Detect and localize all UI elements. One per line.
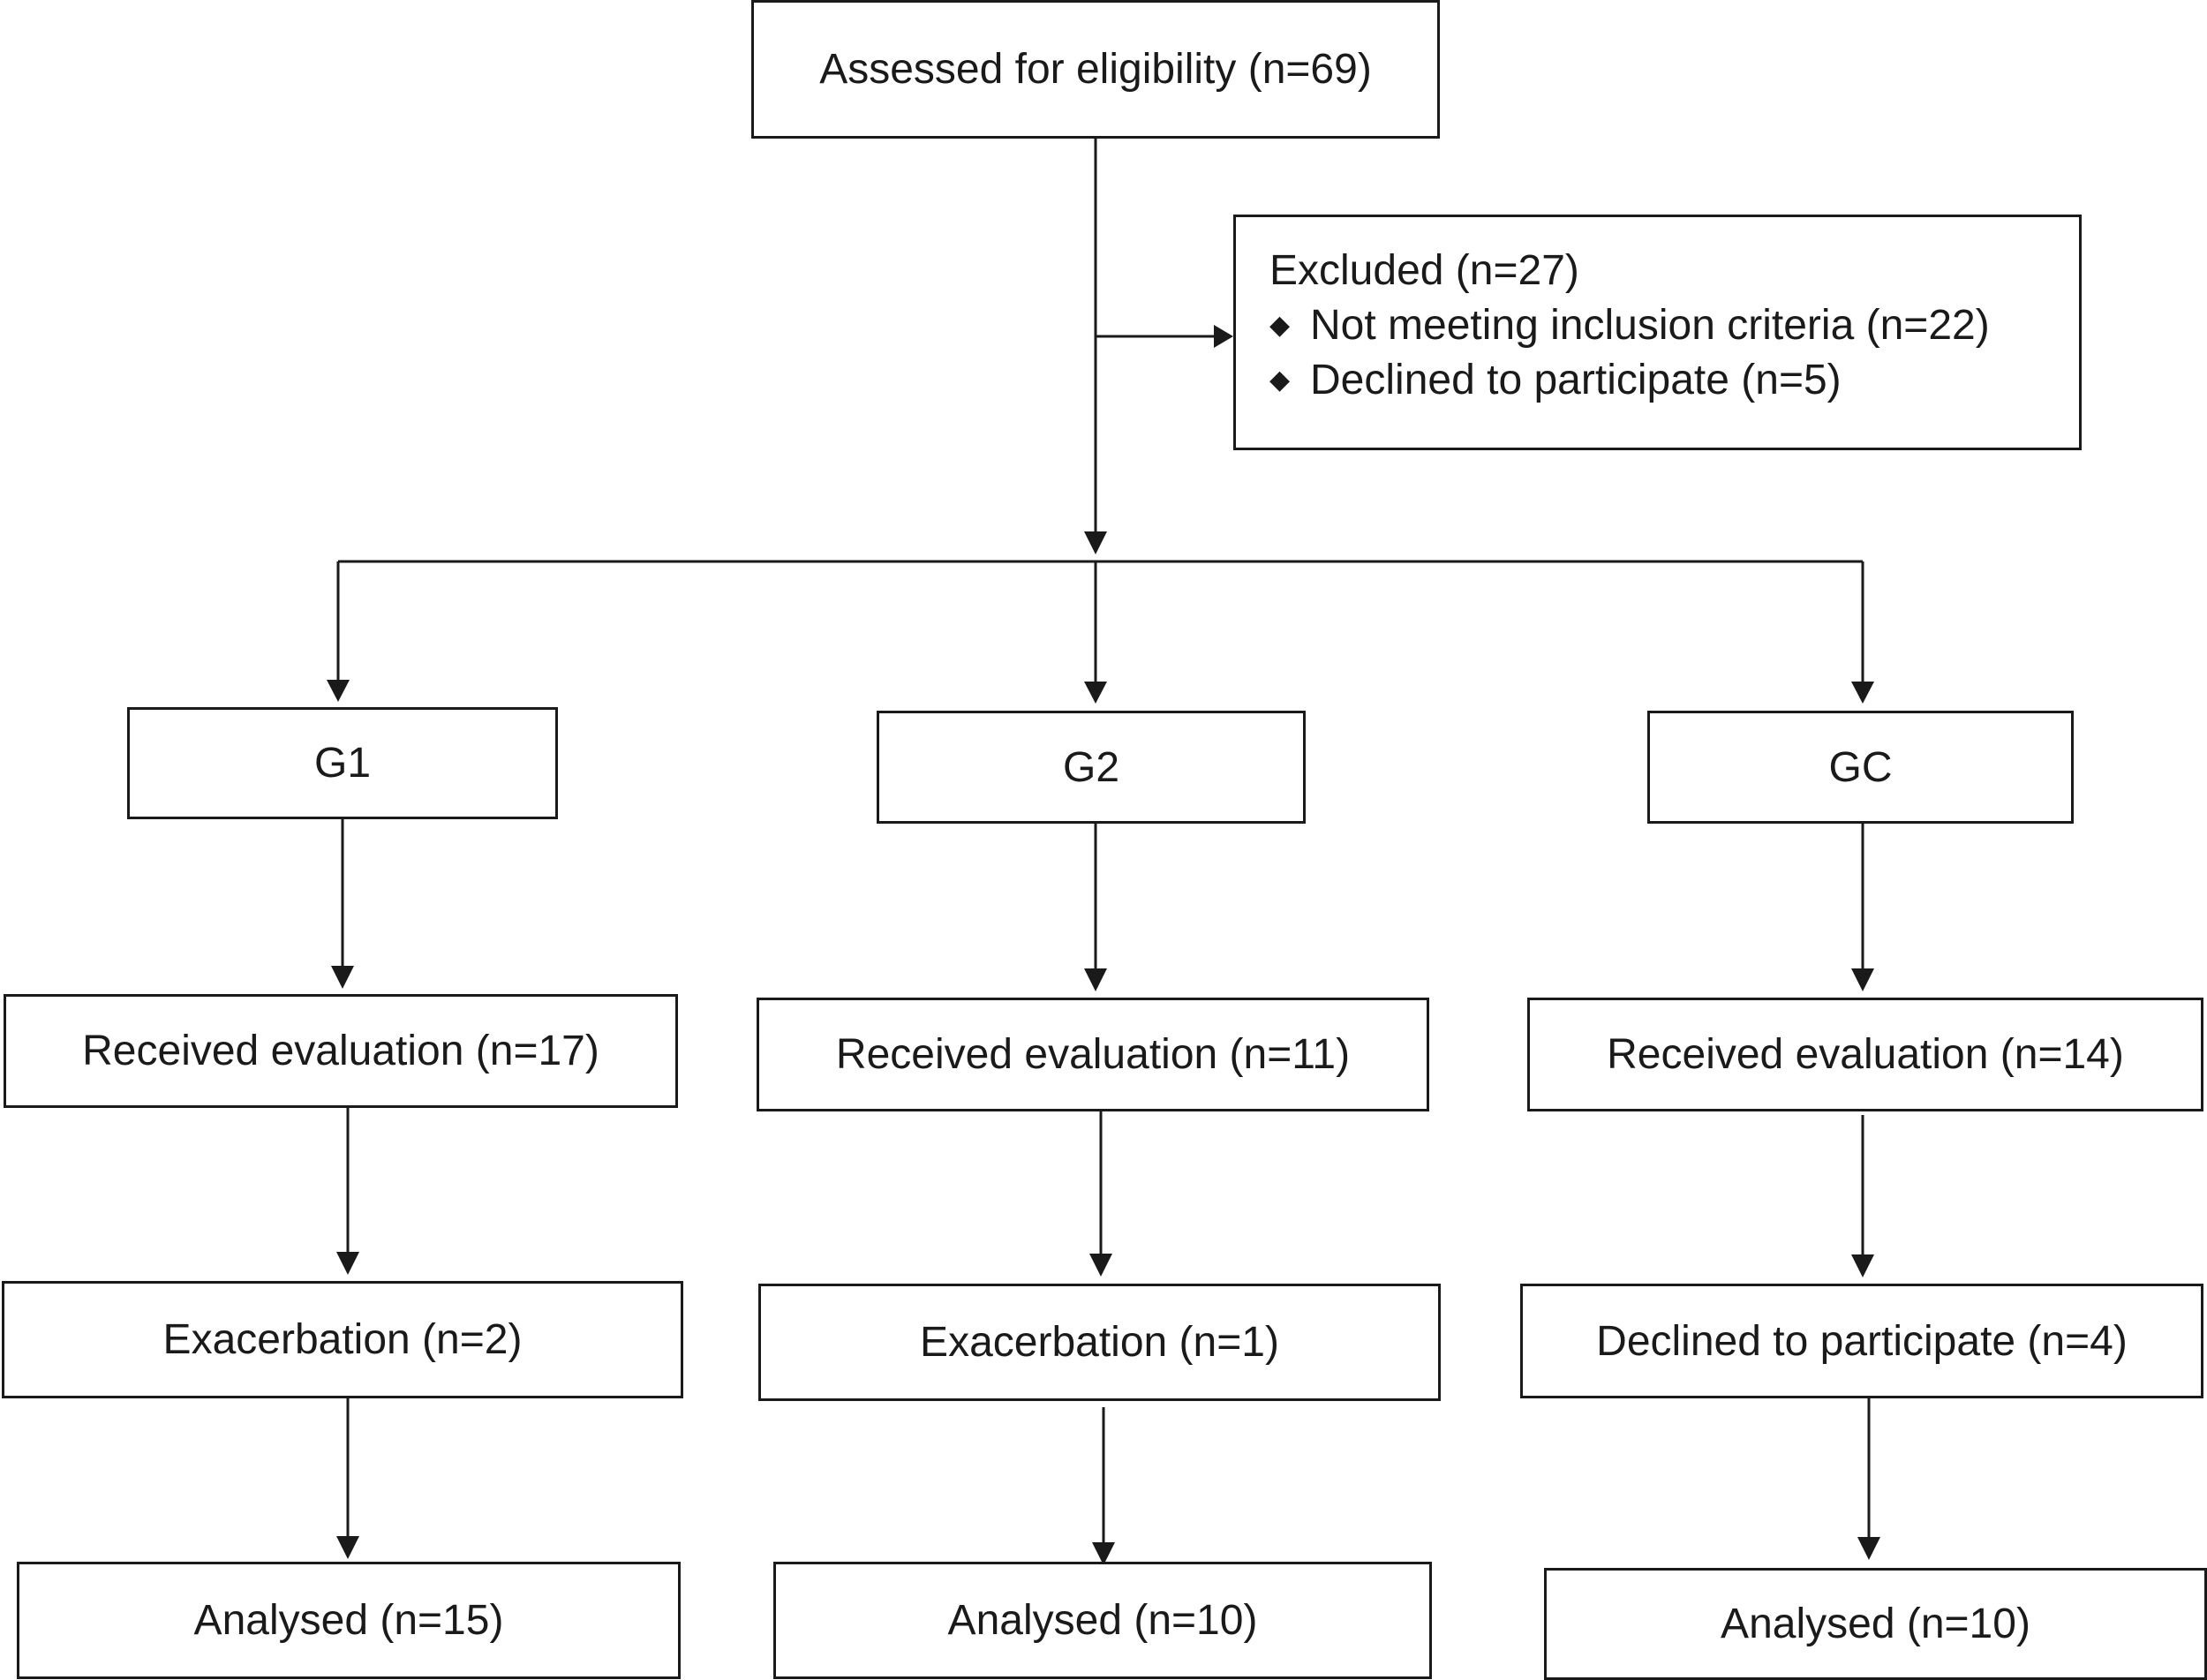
received-label: Received evaluation (n=11)	[835, 1031, 1351, 1078]
excluded-item: ◆ Declined to participate (n=5)	[1269, 353, 2079, 408]
loss-label: Exacerbation (n=2)	[162, 1316, 523, 1363]
arrowhead-g1-received	[331, 966, 354, 989]
excluded-box: Excluded (n=27) ◆ Not meeting inclusion …	[1233, 215, 2082, 450]
received-box-g1: Received evaluation (n=17)	[4, 994, 678, 1108]
analysed-label: Analysed (n=10)	[947, 1597, 1258, 1644]
loss-box-g2: Exacerbation (n=1)	[758, 1284, 1441, 1401]
arrowhead-g2-received	[1084, 968, 1107, 991]
diamond-bullet-icon: ◆	[1269, 365, 1291, 395]
analysed-box-gc: Analysed (n=10)	[1544, 1568, 2207, 1680]
received-label: Received evaluation (n=17)	[82, 1028, 599, 1074]
received-label: Received evaluation (n=14)	[1607, 1031, 2124, 1078]
analysed-box-g1: Analysed (n=15)	[17, 1562, 681, 1679]
group-label: G1	[313, 740, 372, 787]
arrowhead-exclusion	[1214, 325, 1233, 348]
excluded-item-label: Declined to participate (n=5)	[1310, 357, 1842, 403]
group-label: GC	[1828, 743, 1893, 791]
arrowhead-drop-g1	[327, 680, 350, 702]
received-box-g2: Received evaluation (n=11)	[757, 998, 1429, 1111]
loss-label: Declined to participate (n=4)	[1596, 1317, 2128, 1365]
group-box-g2: G2	[877, 711, 1306, 824]
group-box-gc: GC	[1647, 711, 2074, 824]
arrowhead-g2-analysed	[1092, 1542, 1115, 1565]
analysed-label: Analysed (n=10)	[1721, 1601, 2030, 1647]
excluded-title: Excluded (n=27)	[1269, 247, 1579, 294]
arrowhead-gc-loss	[1851, 1254, 1874, 1277]
loss-box-gc: Declined to participate (n=4)	[1520, 1284, 2203, 1398]
arrowhead-drop-gc	[1851, 682, 1874, 704]
arrowhead-drop-g2	[1084, 682, 1107, 704]
loss-label: Exacerbation (n=1)	[920, 1319, 1279, 1366]
group-label: G2	[1062, 743, 1120, 791]
analysed-label: Analysed (n=15)	[193, 1597, 504, 1644]
arrowhead-main	[1084, 531, 1107, 554]
diamond-bullet-icon: ◆	[1269, 311, 1291, 340]
analysed-box-g2: Analysed (n=10)	[773, 1562, 1432, 1679]
loss-box-g1: Exacerbation (n=2)	[2, 1281, 683, 1398]
group-box-g1: G1	[127, 707, 558, 819]
arrowhead-gc-received	[1851, 968, 1874, 991]
excluded-item-label: Not meeting inclusion criteria (n=22)	[1310, 302, 1990, 349]
eligibility-text: Assessed for eligibility (n=69)	[819, 46, 1372, 93]
eligibility-box: Assessed for eligibility (n=69)	[751, 0, 1440, 139]
arrowhead-g2-loss	[1089, 1254, 1112, 1277]
arrowhead-g1-loss	[336, 1252, 359, 1275]
arrowhead-g1-analysed	[336, 1536, 359, 1559]
received-box-gc: Received evaluation (n=14)	[1527, 998, 2203, 1111]
excluded-item: ◆ Not meeting inclusion criteria (n=22)	[1269, 298, 2079, 353]
arrowhead-gc-analysed	[1857, 1537, 1880, 1560]
